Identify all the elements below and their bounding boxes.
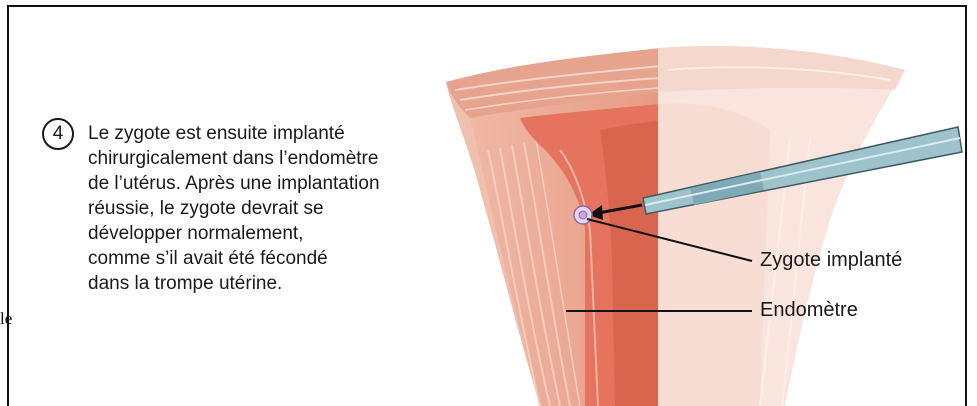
caption-line: développer normalement, <box>88 221 508 246</box>
step-number: 4 <box>53 123 64 145</box>
zygote-icon <box>574 206 592 224</box>
caption-line: Le zygote est ensuite implanté <box>88 121 508 146</box>
caption-line: chirurgicalement dans l’endomètre <box>88 146 508 171</box>
caption-line: de l’utérus. Après une implantation <box>88 171 508 196</box>
endometrium-label: Endomètre <box>760 299 858 322</box>
step-number-badge: 4 <box>42 118 74 150</box>
uterus-faded-half <box>658 46 905 406</box>
caption-line: comme s’il avait été fécondé <box>88 246 508 271</box>
zygote-label: Zygote implanté <box>760 249 902 272</box>
step-caption: Le zygote est ensuite implanté chirurgic… <box>88 121 508 296</box>
caption-line: dans la trompe utérine. <box>88 271 508 296</box>
edge-text-fragment: le <box>0 309 12 329</box>
caption-line: réussie, le zygote devrait se <box>88 196 508 221</box>
